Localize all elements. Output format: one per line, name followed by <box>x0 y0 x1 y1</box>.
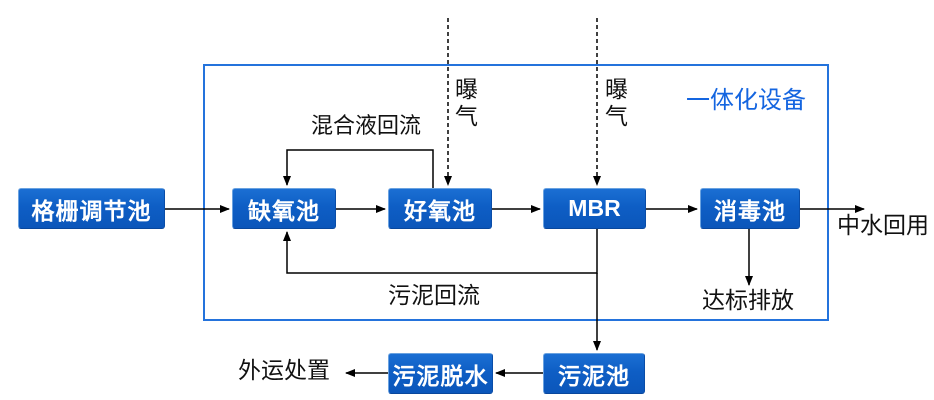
node-disinfection-tank: 消毒池 <box>700 188 800 229</box>
node-aerobic-tank: 好氧池 <box>388 188 492 229</box>
node-anoxic-tank: 缺氧池 <box>232 188 336 229</box>
node-mbr: MBR <box>543 188 646 229</box>
label-offsite-disposal: 外运处置 <box>238 357 330 383</box>
label-reclaimed-water-reuse: 中水回用 <box>837 212 929 238</box>
label-aeration-1: 曝气 <box>455 76 478 130</box>
label-mixed-liquor-return: 混合液回流 <box>310 113 421 138</box>
label-integrated-equipment: 一体化设备 <box>686 87 806 114</box>
node-grid-regulating-tank: 格栅调节池 <box>18 188 165 229</box>
label-standard-discharge: 达标排放 <box>702 287 794 313</box>
label-sludge-return: 污泥回流 <box>388 282 480 308</box>
sludge-return-line <box>283 229 598 274</box>
node-sludge-tank: 污泥池 <box>543 353 645 394</box>
node-sludge-dewatering: 污泥脱水 <box>388 353 493 394</box>
label-aeration-2: 曝气 <box>605 76 628 130</box>
mixed-liquor-return-line <box>283 149 434 188</box>
integrated-equipment-boundary <box>203 64 829 321</box>
